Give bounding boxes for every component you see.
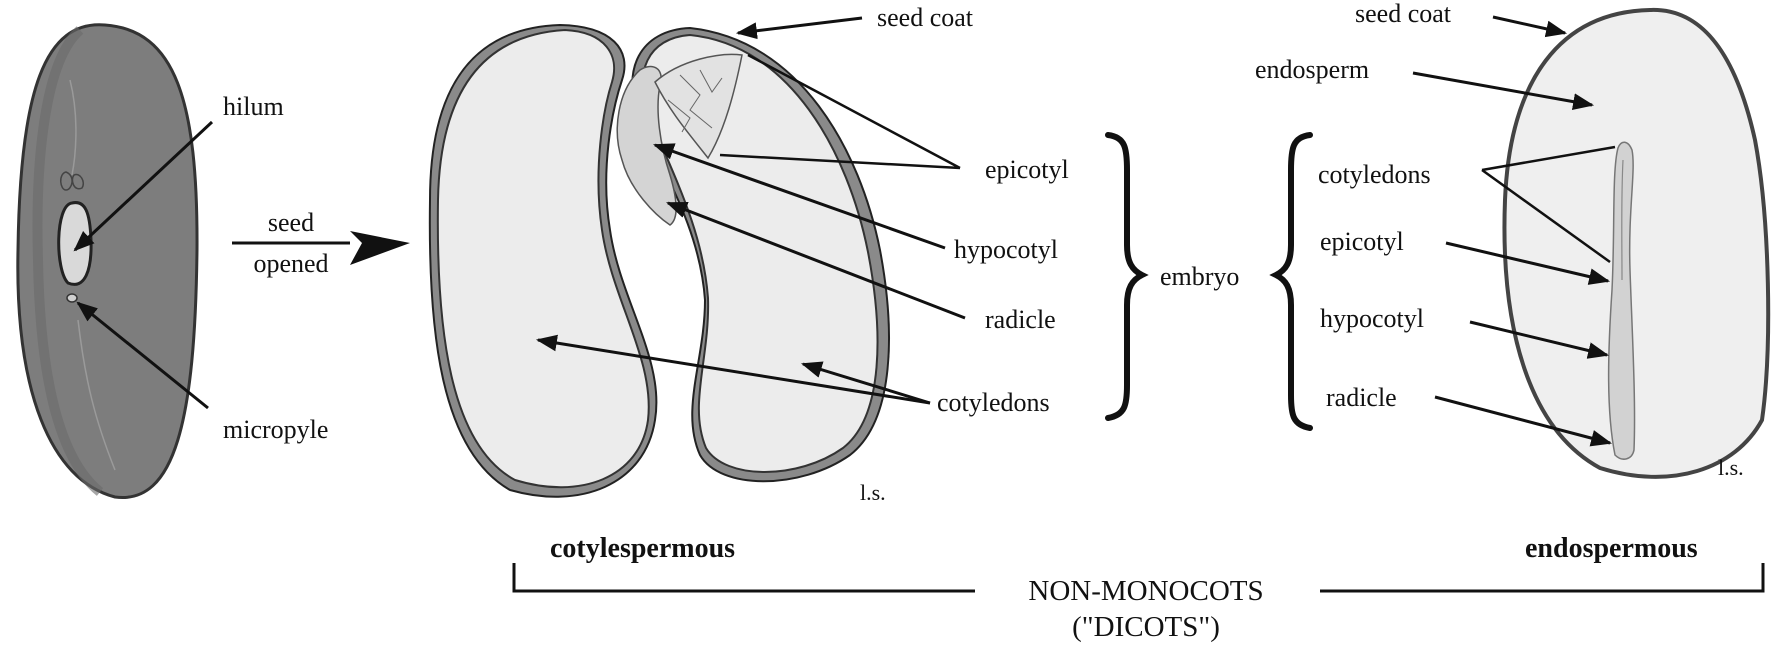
endo-section-note: l.s.: [1718, 455, 1744, 480]
cot-section-note: l.s.: [860, 480, 886, 505]
endo-radicle-label: radicle: [1326, 383, 1397, 412]
group-title-line1: NON-MONOCOTS: [1028, 575, 1263, 607]
seed-opened-line2: opened: [253, 249, 328, 278]
cot-radicle-label: radicle: [985, 305, 1056, 334]
endo-endosperm-label: endosperm: [1255, 55, 1369, 84]
micropyle-shape: [67, 294, 77, 302]
left-curly-brace: [1276, 135, 1310, 428]
seed-opened-arrow: seed opened: [232, 208, 410, 278]
micropyle-label: micropyle: [223, 415, 328, 444]
endospermous-title: endospermous: [1525, 533, 1698, 564]
endo-cotyledons-label: cotyledons: [1318, 160, 1431, 189]
cot-cotyledons-label: cotyledons: [937, 388, 1050, 417]
endo-hypocotyl-label: hypocotyl: [1320, 304, 1424, 333]
endosperm-body: [1504, 10, 1768, 477]
cotylespermous-seed: seed coat epicotyl hypocotyl radicle cot…: [430, 3, 1069, 564]
endospermous-seed: seed coat endosperm cotyledons epicotyl …: [1255, 0, 1768, 564]
embryo-braces: embryo: [1108, 135, 1310, 428]
cot-epicotyl-label: epicotyl: [985, 155, 1069, 184]
endo-seedcoat-arrow: [1493, 17, 1565, 33]
cot-seedcoat-arrow: [738, 18, 862, 33]
embryo-label: embryo: [1160, 262, 1239, 291]
seed-opened-line1: seed: [268, 208, 314, 237]
cot-seedcoat-label: seed coat: [877, 3, 974, 32]
group-bracket: NON-MONOCOTS ("DICOTS"): [514, 563, 1763, 643]
cot-hypocotyl-label: hypocotyl: [954, 235, 1058, 264]
right-curly-brace: [1108, 135, 1142, 418]
endo-seedcoat-label: seed coat: [1355, 0, 1452, 28]
hilum-label: hilum: [223, 92, 284, 121]
group-title-line2: ("DICOTS"): [1072, 611, 1220, 643]
cotylespermous-title: cotylespermous: [550, 533, 735, 564]
endo-epicotyl-label: epicotyl: [1320, 227, 1404, 256]
hilum-shape: [59, 203, 91, 285]
